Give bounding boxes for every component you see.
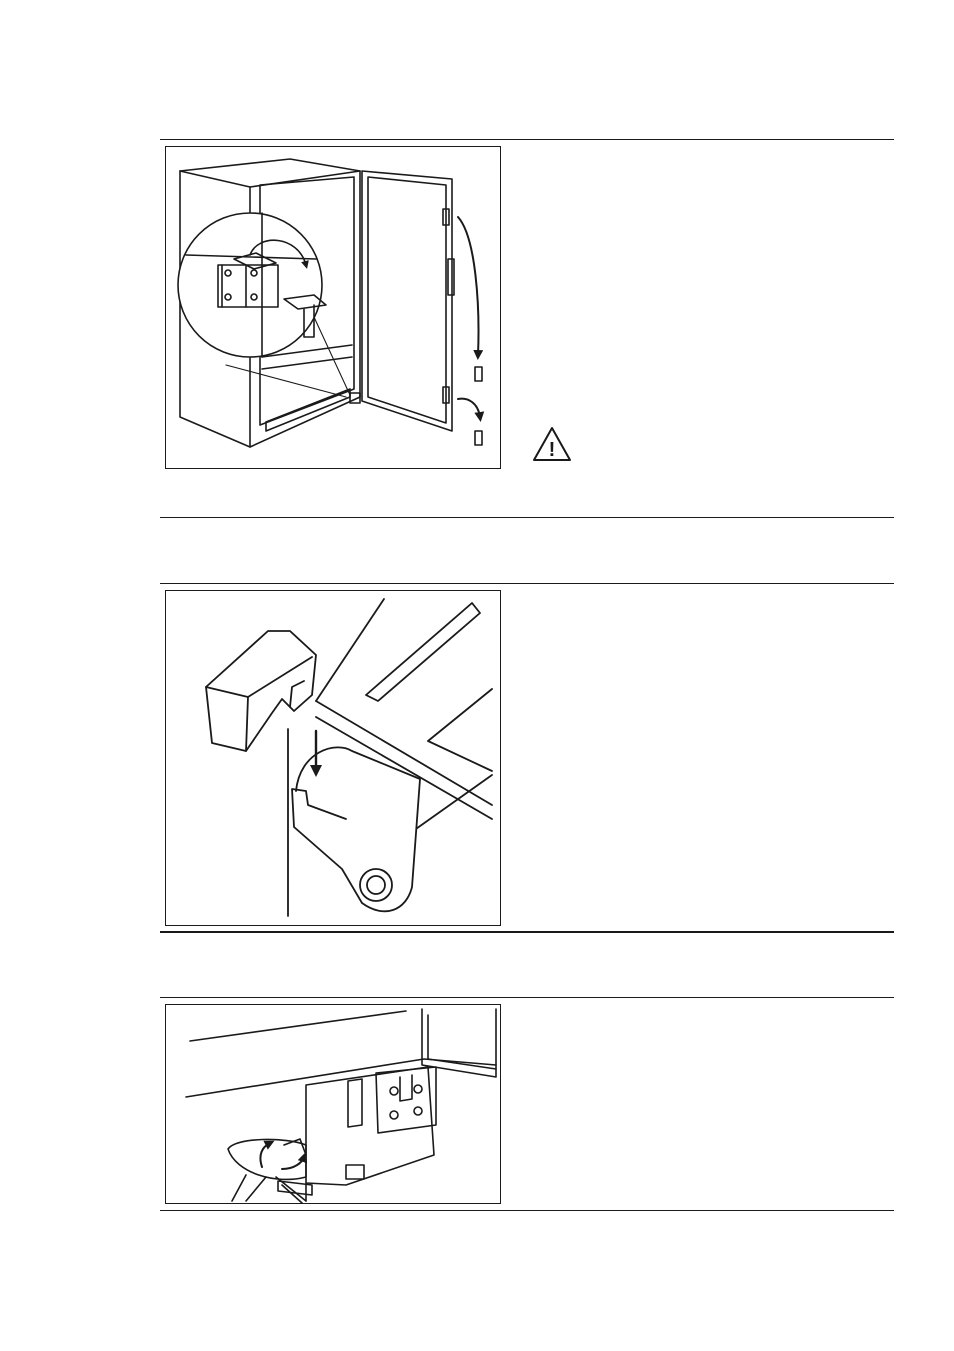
svg-text:!: ! <box>549 439 556 461</box>
cabinet-base <box>186 1009 496 1097</box>
door-arrows <box>458 217 482 445</box>
section-rule-5 <box>160 997 894 998</box>
figure-hinge-cover <box>165 590 501 926</box>
hinge-bracket <box>292 747 420 911</box>
figure-adjustable-foot <box>165 1004 501 1204</box>
section-rule-1 <box>160 139 894 140</box>
hinge-cover <box>206 631 316 751</box>
fridge-door <box>350 171 454 431</box>
section-rule-3 <box>160 583 894 584</box>
section-rule-6 <box>160 1210 894 1211</box>
foot-plate <box>228 1139 312 1203</box>
rotate-arrows-icon <box>260 1143 304 1169</box>
section-rule-2 <box>160 517 894 518</box>
warning-triangle-icon: ! <box>531 425 573 463</box>
foot-bracket <box>306 1067 436 1201</box>
section-rule-4 <box>160 931 894 933</box>
figure-door-hinge <box>165 146 501 469</box>
